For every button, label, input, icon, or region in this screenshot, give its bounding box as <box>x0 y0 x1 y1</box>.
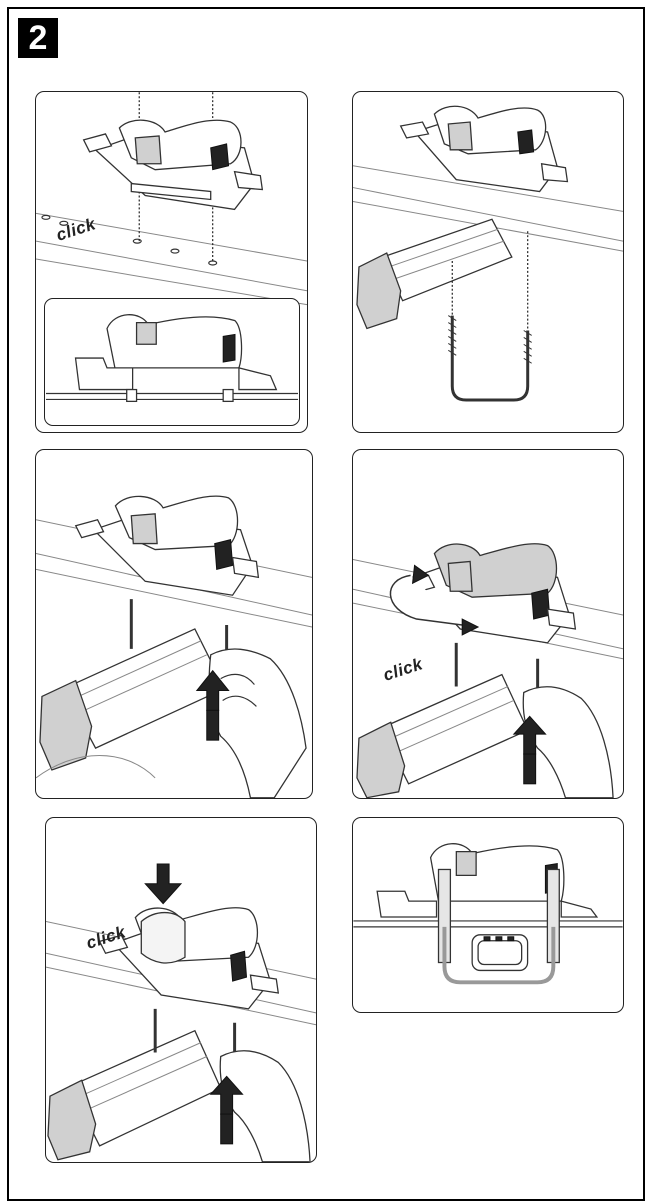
panel-insert-ubolt <box>35 449 313 799</box>
final-view-illustration <box>353 843 623 985</box>
panel-final-view <box>352 817 624 1013</box>
ubolt-insert-illustration <box>36 495 312 798</box>
inset-side-view <box>44 298 300 426</box>
press-down-illustration <box>46 863 316 1162</box>
panel-rotate-lock: click <box>352 449 624 799</box>
step-number-badge: 2 <box>18 18 58 58</box>
panel-align-ubolt <box>352 91 624 433</box>
ubolt-align-illustration <box>353 105 623 402</box>
rotate-lock-illustration <box>353 543 623 798</box>
panel-press-down: click <box>45 817 317 1163</box>
panel-attach-mount: click <box>35 91 308 433</box>
instruction-sheet: 2 click <box>7 7 645 1201</box>
mount-attach-illustration <box>36 92 307 306</box>
side-view-illustration <box>46 314 298 403</box>
